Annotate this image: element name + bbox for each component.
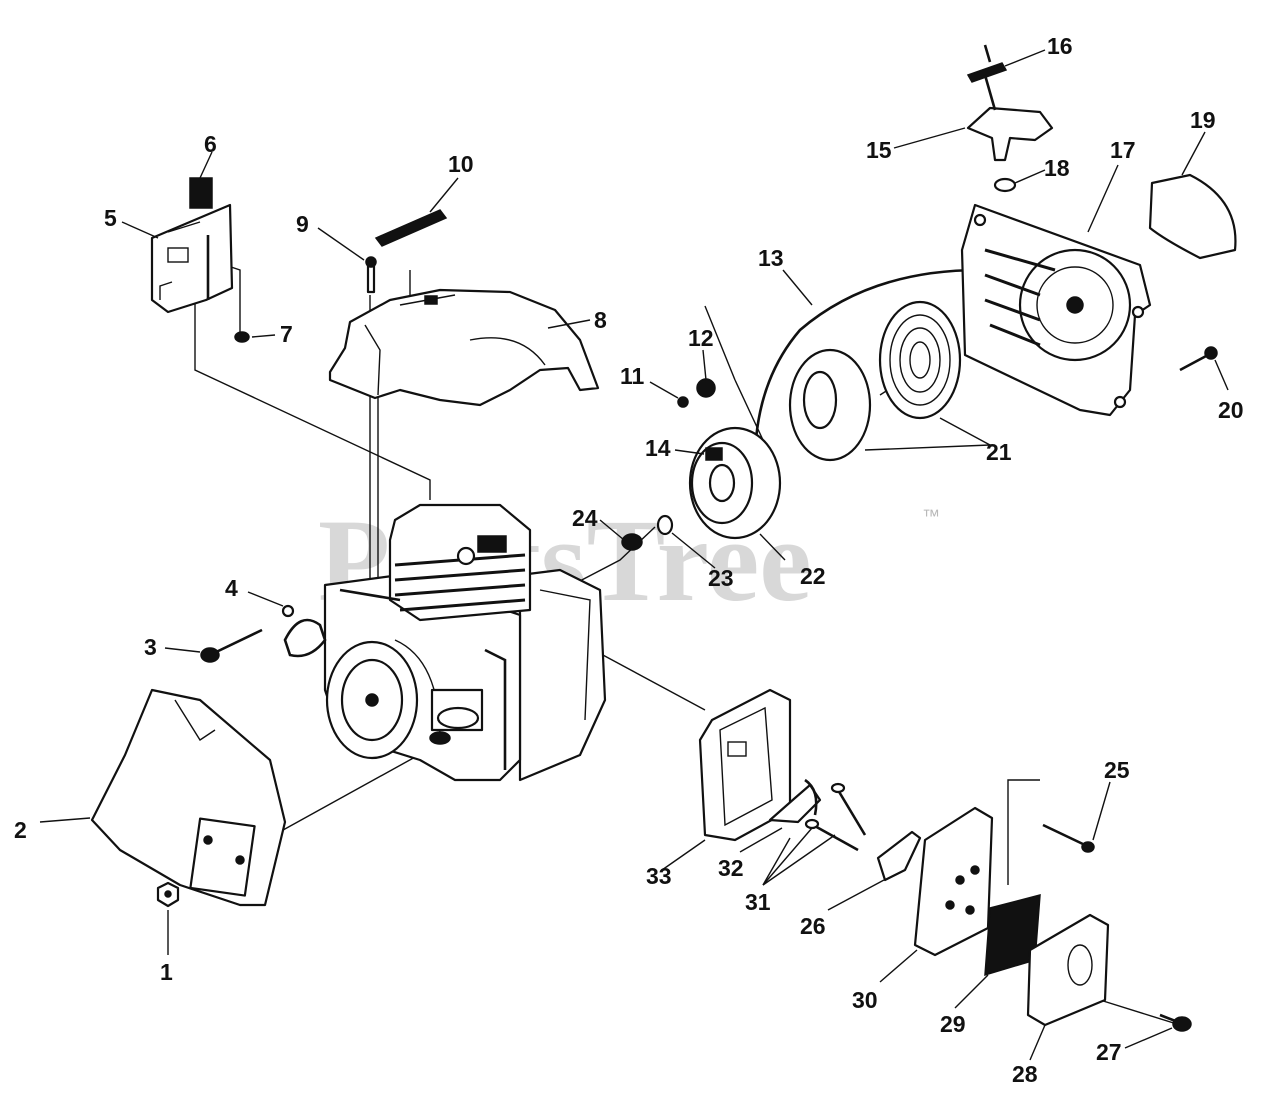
part-18-grommet: [993, 177, 1017, 193]
callout-16: 16: [1047, 33, 1073, 59]
part-27-screw: [1159, 1013, 1192, 1032]
part-32-bracket: [768, 778, 822, 824]
callout-27: 27: [1096, 1039, 1122, 1065]
part-12-nut: [696, 378, 716, 398]
part-22-pulley: [688, 426, 782, 540]
engine-block: [323, 503, 607, 782]
part-number-callouts: 1 2 3 4 5 6 7 8 9 10 11 12 13 14 15 16 1…: [14, 33, 1244, 1087]
callout-29: 29: [940, 1011, 966, 1037]
part-16-handle-insert: [966, 44, 1008, 111]
part-20-screw: [1179, 346, 1218, 372]
callout-10: 10: [448, 151, 474, 177]
callout-8: 8: [594, 307, 607, 333]
callout-22: 22: [800, 563, 826, 589]
part-3-bolt: [200, 628, 263, 663]
callout-6: 6: [204, 131, 217, 157]
part-23-washer: [656, 514, 674, 536]
part-5-bracket: [150, 203, 234, 314]
callout-23: 23: [708, 565, 734, 591]
leader-lines: [39, 49, 1229, 1061]
callout-26: 26: [800, 913, 826, 939]
part-8-top-cover: [328, 288, 600, 407]
part-21-spring-cup: [788, 348, 872, 462]
callout-5: 5: [104, 205, 117, 231]
part-6-decal: [189, 177, 213, 209]
callout-7: 7: [280, 321, 293, 347]
part-4-wire-clip: [281, 604, 327, 658]
part-25-bolt: [1042, 823, 1095, 853]
callout-15: 15: [866, 137, 892, 163]
part-7-screw: [234, 331, 250, 343]
callout-33: 33: [646, 863, 672, 889]
part-2-side-cover: [90, 688, 287, 907]
part-10-strip: [374, 209, 448, 247]
callout-11: 11: [620, 363, 645, 389]
callout-9: 9: [296, 211, 309, 237]
part-24-nut: [621, 533, 643, 551]
callout-24: 24: [572, 505, 598, 531]
callout-3: 3: [144, 634, 157, 660]
callout-18: 18: [1044, 155, 1070, 181]
callout-13: 13: [758, 245, 784, 271]
part-28-filter-cover: [1026, 913, 1110, 1027]
callout-14: 14: [645, 435, 671, 461]
part-33-filter-base: [698, 688, 792, 842]
part-19-decal: [1148, 173, 1237, 260]
part-15-starter-handle: [966, 106, 1054, 162]
watermark-trademark: ™: [922, 506, 940, 526]
part-30-filter-housing: [913, 806, 994, 957]
part-31-studs: [804, 782, 867, 852]
callout-19: 19: [1190, 107, 1216, 133]
callout-32: 32: [718, 855, 744, 881]
callout-20: 20: [1218, 397, 1244, 423]
part-21-recoil-spring: [878, 300, 962, 420]
callout-17: 17: [1110, 137, 1136, 163]
callout-30: 30: [852, 987, 878, 1013]
part-26-clip: [876, 830, 922, 882]
part-9-screw: [365, 256, 377, 294]
callout-25: 25: [1104, 757, 1130, 783]
part-17-starter-housing: [960, 203, 1152, 417]
callout-1: 1: [160, 959, 173, 985]
callout-12: 12: [688, 325, 714, 351]
callout-31: 31: [745, 889, 771, 915]
part-11-screw: [677, 396, 689, 408]
callout-21: 21: [986, 439, 1012, 465]
callout-2: 2: [14, 817, 27, 843]
callout-28: 28: [1012, 1061, 1038, 1087]
part-14-pawl: [705, 447, 723, 461]
part-1-nut: [156, 881, 180, 908]
callout-4: 4: [225, 575, 238, 601]
